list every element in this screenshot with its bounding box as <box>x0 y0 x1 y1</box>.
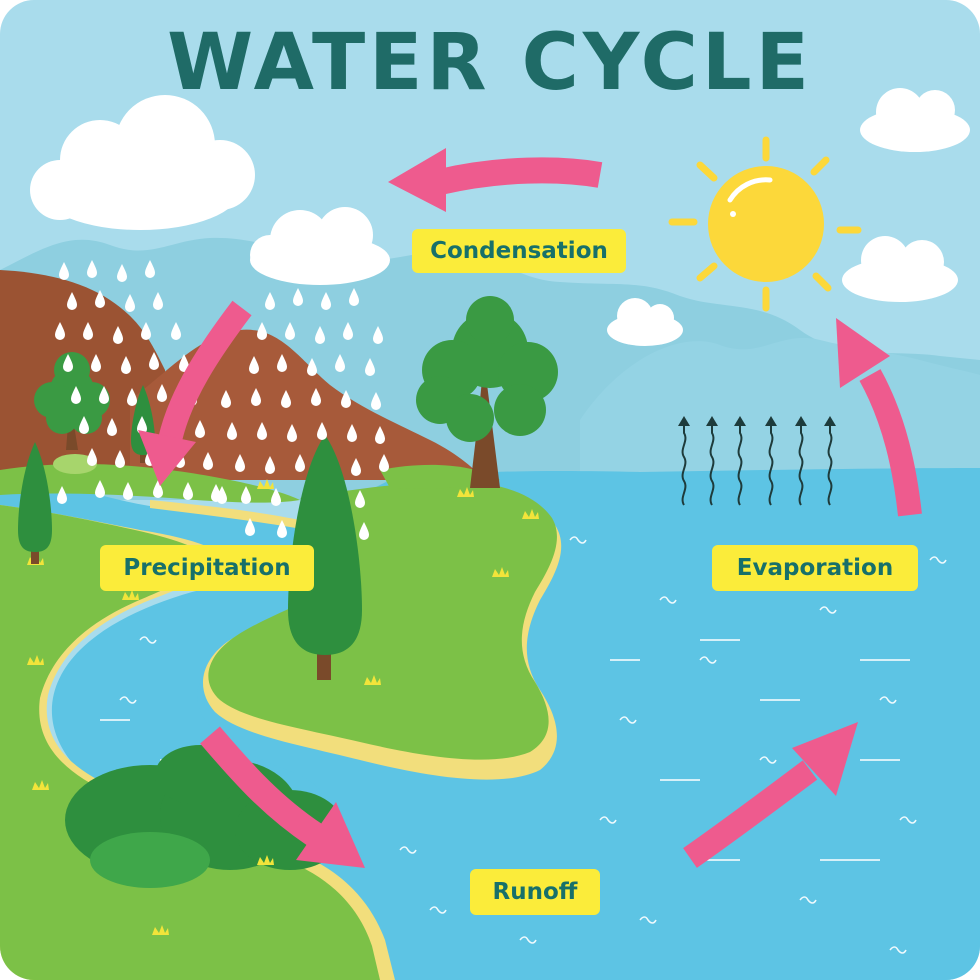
cloud-middle <box>250 207 390 285</box>
small-bush <box>53 454 97 474</box>
arrow-condensation <box>388 148 603 212</box>
island-top-strip <box>380 464 500 489</box>
round-tree-hill <box>34 352 110 450</box>
sun <box>668 136 862 312</box>
tall-cypress-tree <box>288 435 362 680</box>
vapor-arrows <box>681 421 833 506</box>
brown-hill-right <box>130 329 485 480</box>
cloud-small-right <box>607 298 683 346</box>
page-title: WATER CYCLE <box>167 18 813 108</box>
arrow-evaporation-up <box>683 722 858 868</box>
cloud-top-left <box>30 95 255 230</box>
big-round-tree <box>416 296 558 488</box>
arrow-precipitation <box>138 300 252 486</box>
cypress-tree-left <box>18 442 52 564</box>
arrow-runoff <box>200 726 365 868</box>
cloud-right-middle <box>842 236 958 302</box>
cloud-right-top <box>860 88 970 152</box>
vapor-arrowheads <box>678 416 836 426</box>
arrow-evaporation-right <box>836 318 922 517</box>
river-sand-stripe <box>150 500 300 528</box>
label-condensation: Condensation <box>412 229 626 273</box>
label-runoff: Runoff <box>470 869 600 915</box>
island-grass <box>208 481 557 760</box>
label-evaporation: Evaporation <box>712 545 918 591</box>
label-precipitation: Precipitation <box>100 545 314 591</box>
